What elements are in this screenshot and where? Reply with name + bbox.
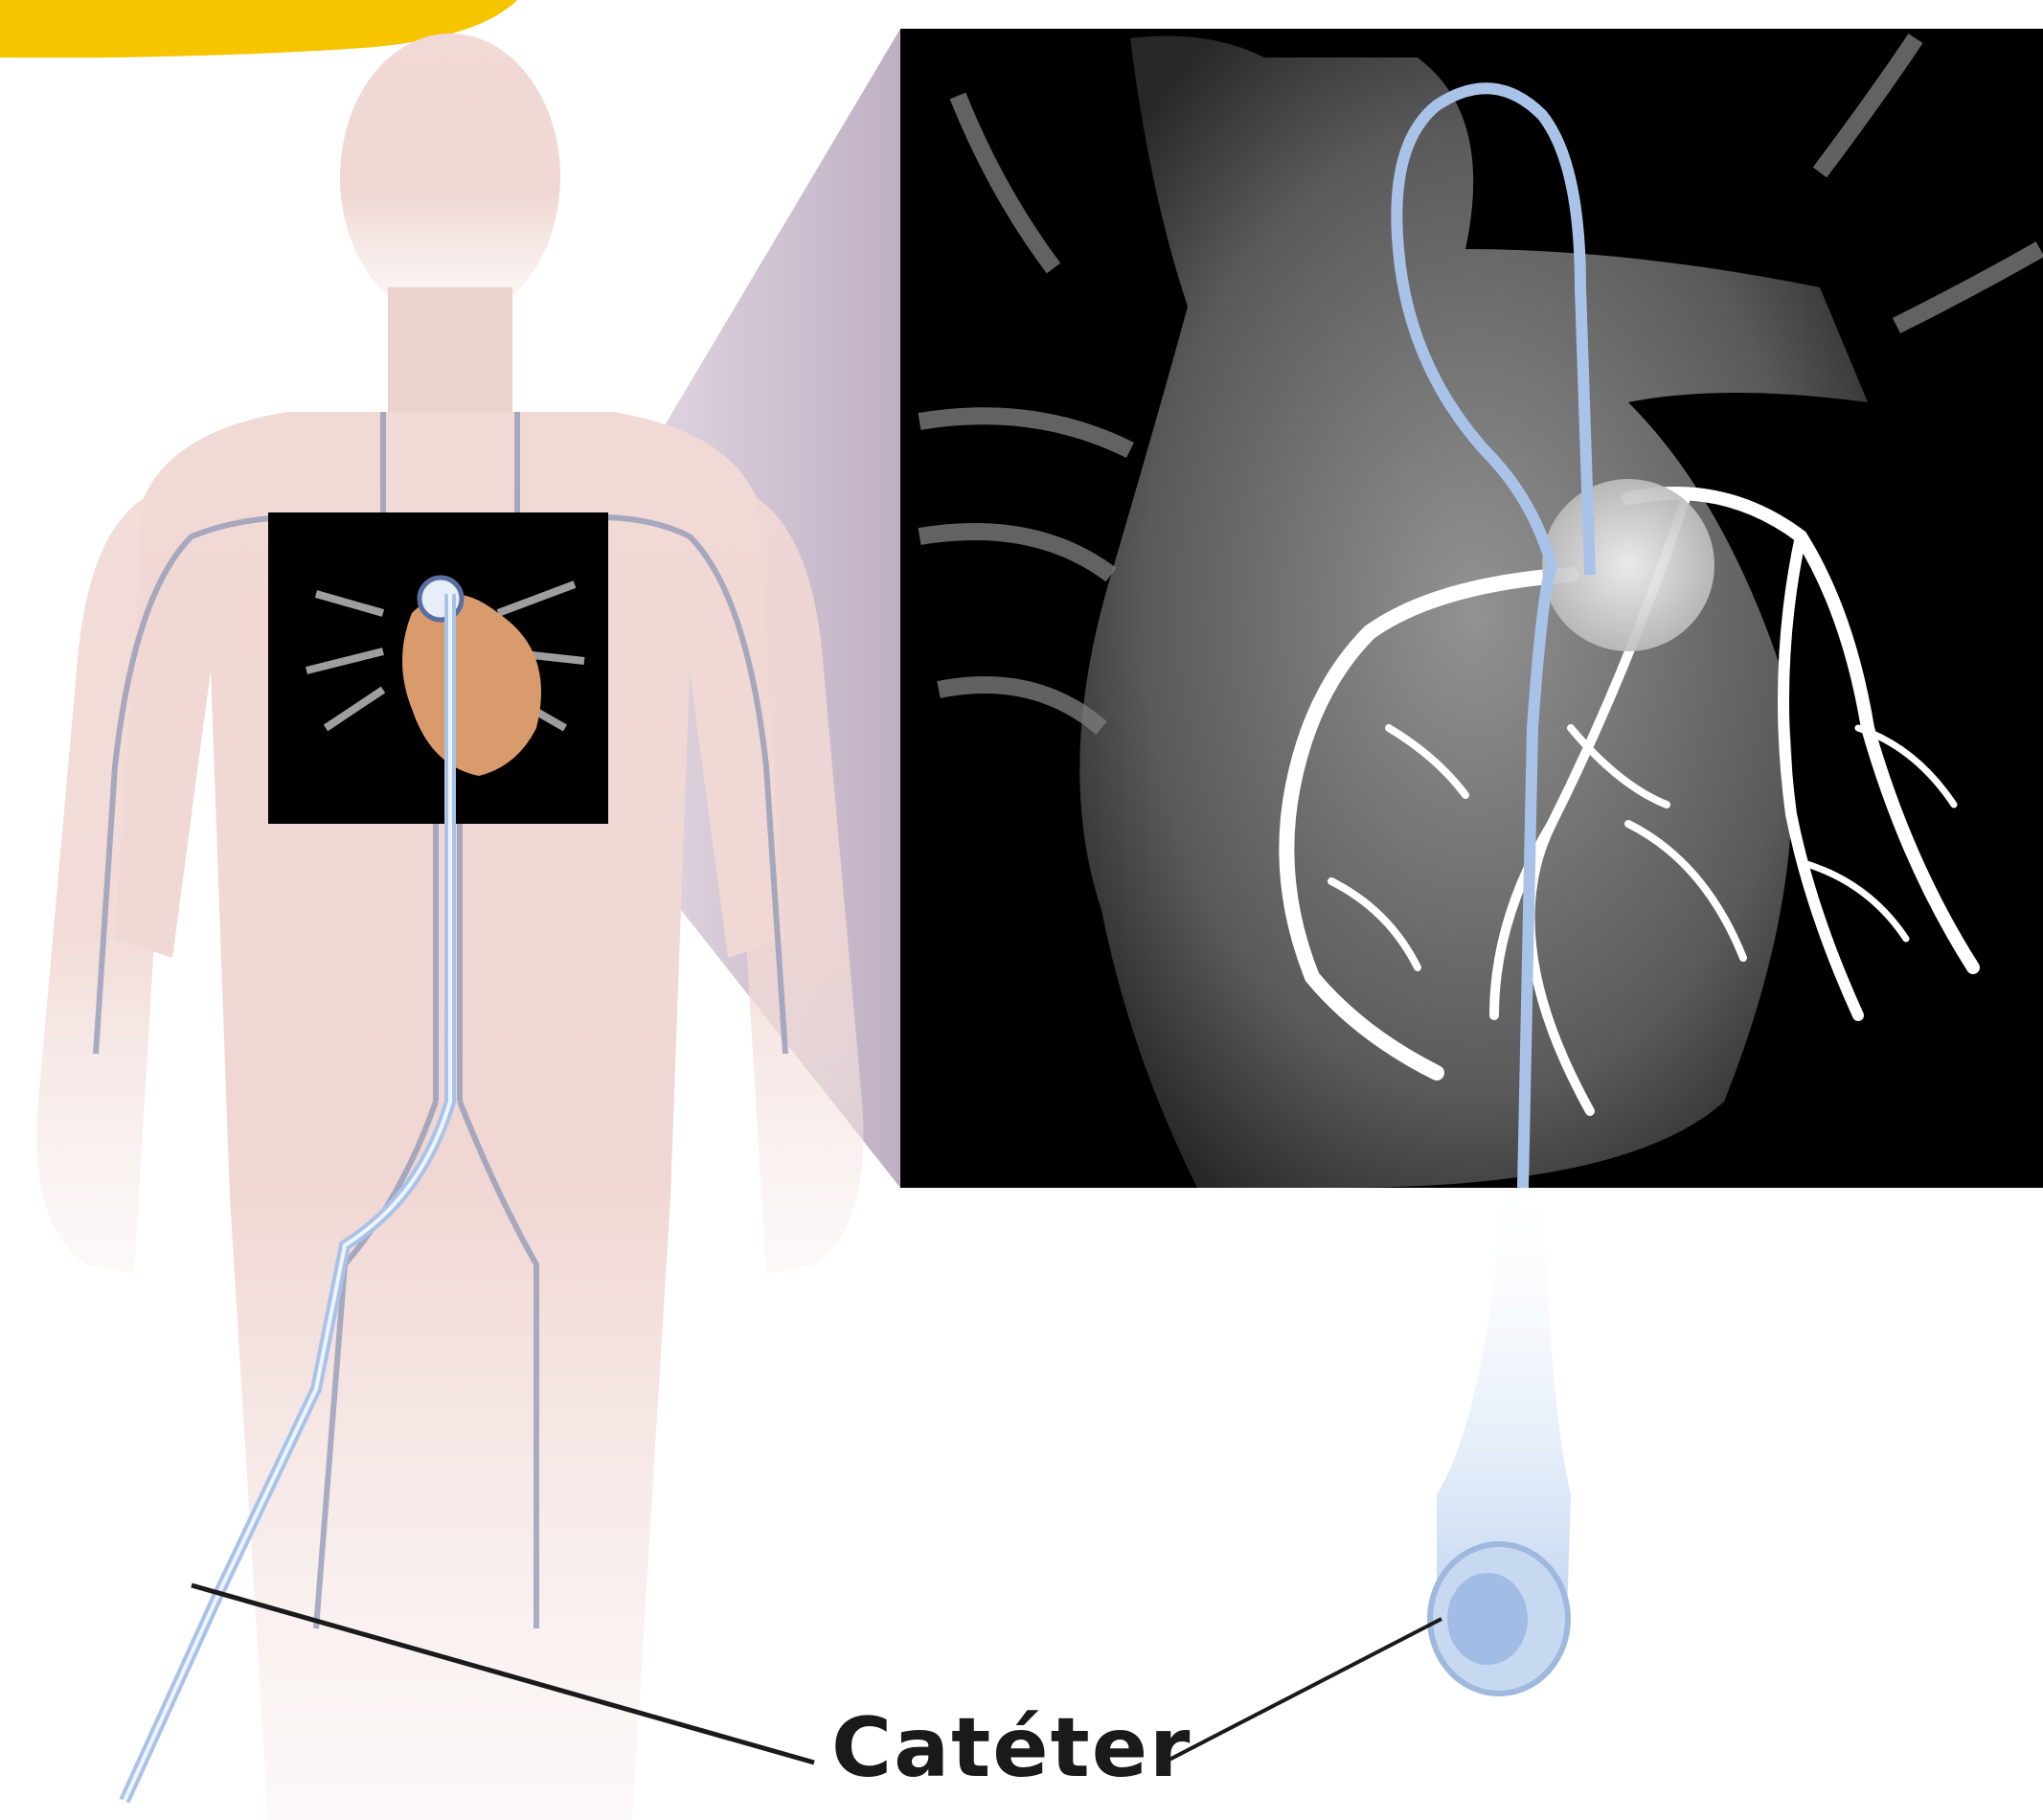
catheter-cross-section-inner [1447, 1573, 1528, 1665]
catheter-label: Catéter [831, 1707, 1192, 1789]
neck [388, 287, 512, 412]
leader-line-tube [1164, 1619, 1441, 1763]
aortic-valve [1542, 479, 1714, 651]
head [340, 34, 560, 321]
